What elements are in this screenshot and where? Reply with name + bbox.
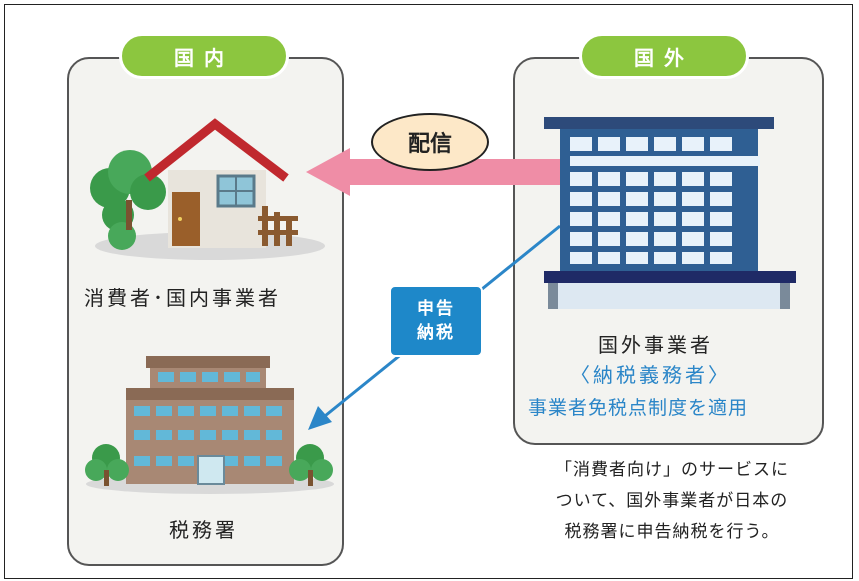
house-label: 消費者･国内事業者 bbox=[84, 286, 281, 310]
note-line3: 税務署に申告納税を行う。 bbox=[564, 522, 780, 542]
foreign-building-illustration bbox=[544, 117, 796, 309]
tax-filing-line1: 申告 bbox=[417, 299, 455, 319]
obligor-label: 〈納税義務者〉 bbox=[570, 363, 731, 387]
exemption-label: 事業者免税点制度を適用 bbox=[528, 397, 749, 419]
foreign-business-label: 国外事業者 bbox=[598, 333, 713, 357]
explanatory-note: 「消費者向け」のサービスに ついて、国外事業者が日本の 税務署に申告納税を行う。 bbox=[512, 455, 832, 548]
delivery-bubble: 配信 bbox=[371, 113, 489, 171]
tax-office-label: 税務署 bbox=[169, 518, 238, 542]
tax-filing-badge: 申告 納税 bbox=[389, 285, 483, 357]
note-line2: ついて、国外事業者が日本の bbox=[555, 491, 789, 511]
tax-office-illustration bbox=[85, 356, 334, 494]
house-illustration bbox=[90, 118, 325, 260]
tax-filing-line2: 納税 bbox=[417, 323, 455, 343]
delivery-label: 配信 bbox=[407, 132, 452, 157]
foreign-header: 国外 bbox=[579, 33, 749, 79]
delivery-arrow bbox=[306, 148, 563, 196]
domestic-header: 国内 bbox=[119, 33, 289, 79]
note-line1: 「消費者向け」のサービスに bbox=[555, 460, 789, 480]
